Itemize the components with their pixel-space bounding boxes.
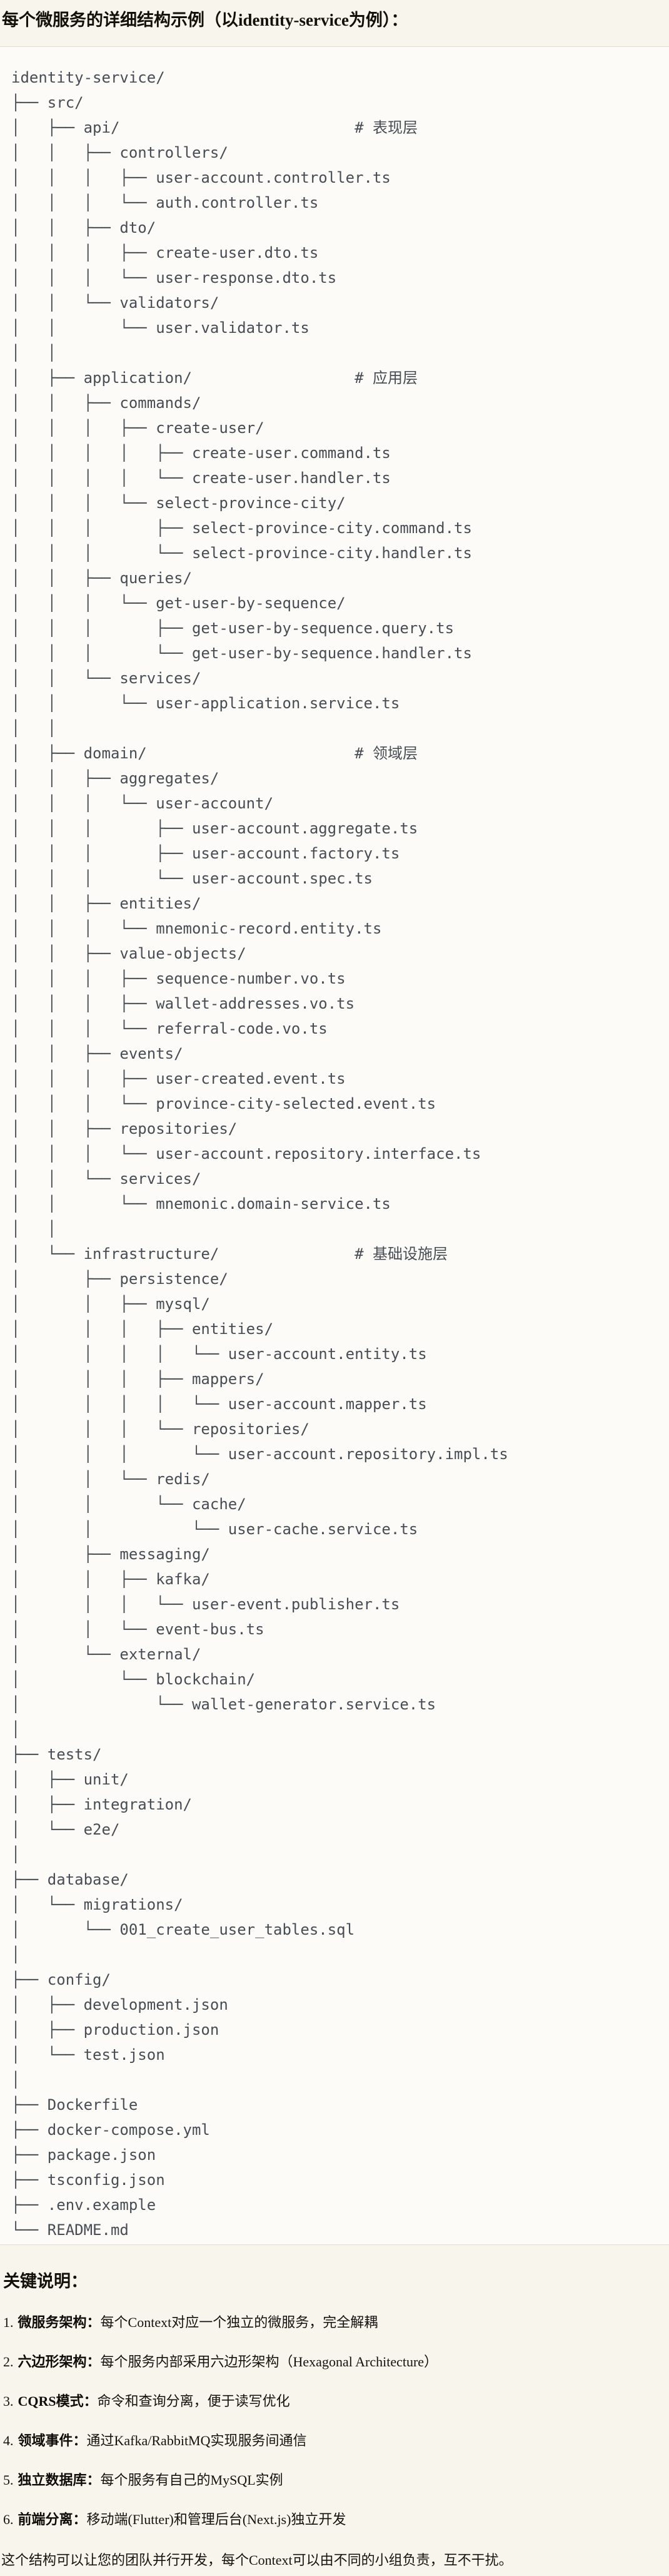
note-term: 领域事件 bbox=[18, 2433, 73, 2448]
note-colon: ： bbox=[73, 2433, 87, 2448]
note-term: CQRS模式 bbox=[18, 2393, 84, 2409]
note-description: 命令和查询分离，便于读写优化 bbox=[97, 2393, 290, 2409]
note-description: 每个服务内部采用六边形架构（Hexagonal Architecture） bbox=[100, 2354, 438, 2370]
note-item: 6. 前端分离：移动端(Flutter)和管理后台(Next.js)独立开发 bbox=[3, 2510, 663, 2529]
notes-section: 关键说明： 1.微服务架构：每个Context对应一个独立的微服务，完全解耦 2… bbox=[0, 2270, 669, 2570]
note-number: 6. bbox=[3, 2512, 14, 2527]
note-number: 5. bbox=[3, 2472, 14, 2488]
note-description: 每个服务有自己的MySQL实例 bbox=[100, 2472, 283, 2488]
note-colon: ： bbox=[86, 2472, 101, 2488]
notes-footer: 这个结构可以让您的团队并行开发，每个Context可以由不同的小组负责，互不干扰… bbox=[1, 2552, 513, 2568]
note-item: 3.CQRS模式：命令和查询分离，便于读写优化 bbox=[3, 2392, 663, 2411]
note-description: 移动端(Flutter)和管理后台(Next.js)独立开发 bbox=[86, 2512, 346, 2527]
note-colon: ： bbox=[73, 2512, 87, 2527]
code-block: identity-service/ ├── src/ │ ├── api/ # … bbox=[0, 46, 669, 2245]
notes-heading: 关键说明： bbox=[3, 2272, 88, 2291]
note-colon: ： bbox=[86, 2314, 101, 2330]
note-term: 六边形架构 bbox=[18, 2354, 87, 2370]
note-term: 微服务架构 bbox=[18, 2314, 87, 2330]
note-item: 2.六边形架构：每个服务内部采用六边形架构（Hexagonal Architec… bbox=[3, 2353, 663, 2371]
note-number: 2. bbox=[3, 2354, 14, 2370]
note-number: 4. bbox=[3, 2433, 14, 2448]
note-description: 通过Kafka/RabbitMQ实现服务间通信 bbox=[86, 2433, 307, 2448]
note-colon: ： bbox=[86, 2354, 101, 2370]
note-term: 前端分离 bbox=[18, 2512, 73, 2527]
note-number: 3. bbox=[3, 2393, 14, 2409]
note-item: 4. 领域事件：通过Kafka/RabbitMQ实现服务间通信 bbox=[3, 2431, 663, 2450]
page-title: 每个微服务的详细结构示例（以identity-service为例）： bbox=[2, 11, 408, 29]
note-term: 独立数据库 bbox=[18, 2472, 87, 2488]
directory-tree: identity-service/ ├── src/ │ ├── api/ # … bbox=[11, 69, 508, 2239]
note-description: 每个Context对应一个独立的微服务，完全解耦 bbox=[100, 2314, 378, 2330]
note-item: 5.独立数据库：每个服务有自己的MySQL实例 bbox=[3, 2471, 663, 2490]
note-colon: ： bbox=[83, 2393, 98, 2409]
note-item: 1.微服务架构：每个Context对应一个独立的微服务，完全解耦 bbox=[3, 2313, 663, 2332]
note-number: 1. bbox=[3, 2314, 14, 2330]
